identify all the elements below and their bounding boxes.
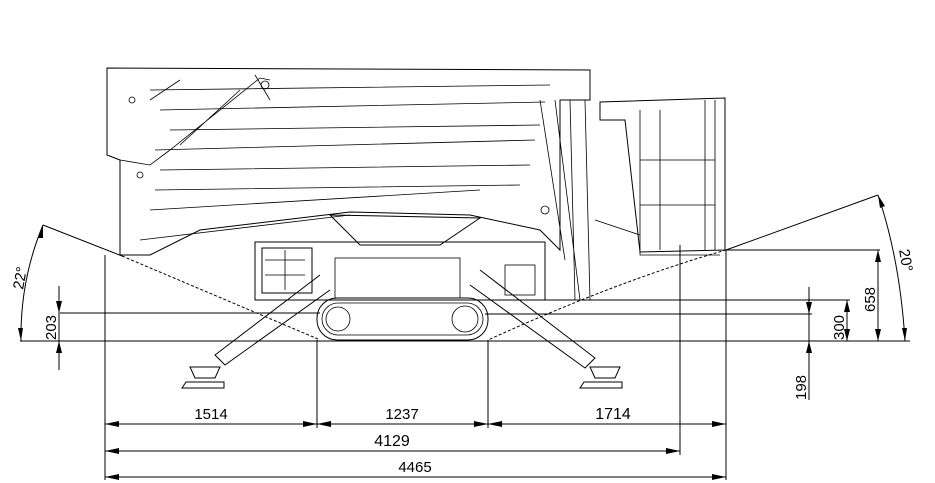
dim-300: 300 xyxy=(831,300,850,341)
dim-1514: 1514 xyxy=(194,406,227,423)
svg-text:4129: 4129 xyxy=(374,433,410,450)
mast xyxy=(539,99,591,301)
outrigger-left xyxy=(214,274,331,366)
svg-text:203: 203 xyxy=(43,315,60,340)
dim-4129: 4129 xyxy=(105,433,680,454)
svg-text:658: 658 xyxy=(862,287,879,312)
boom-sections xyxy=(139,84,551,241)
dim-row-1: 1514 1237 1714 xyxy=(105,406,726,427)
boom-outline xyxy=(106,67,591,256)
svg-text:198: 198 xyxy=(793,375,810,400)
angle-left: 22° xyxy=(10,224,319,342)
dim-1714: 1714 xyxy=(595,406,631,423)
foot-pad-left xyxy=(181,366,225,389)
outrigger-right xyxy=(469,269,596,369)
boom-links xyxy=(119,74,271,166)
angle-left-label: 22° xyxy=(10,265,31,290)
spider-lift xyxy=(106,67,726,389)
angle-right-label: 20° xyxy=(895,248,916,273)
svg-text:4465: 4465 xyxy=(398,459,431,476)
dim-1237: 1237 xyxy=(385,406,418,423)
turret xyxy=(328,214,482,246)
crawler-track xyxy=(316,297,489,341)
extension-lines xyxy=(20,245,910,480)
angle-right: 20° xyxy=(487,194,916,342)
engine xyxy=(261,247,313,294)
dim-203: 203 xyxy=(43,286,62,370)
platform-basket xyxy=(599,97,726,253)
foot-pad-right xyxy=(579,366,623,389)
dim-658: 658 xyxy=(862,250,881,341)
svg-text:300: 300 xyxy=(831,315,848,340)
chassis xyxy=(254,241,546,301)
dim-4465: 4465 xyxy=(105,459,726,480)
dim-198: 198 xyxy=(793,287,812,400)
